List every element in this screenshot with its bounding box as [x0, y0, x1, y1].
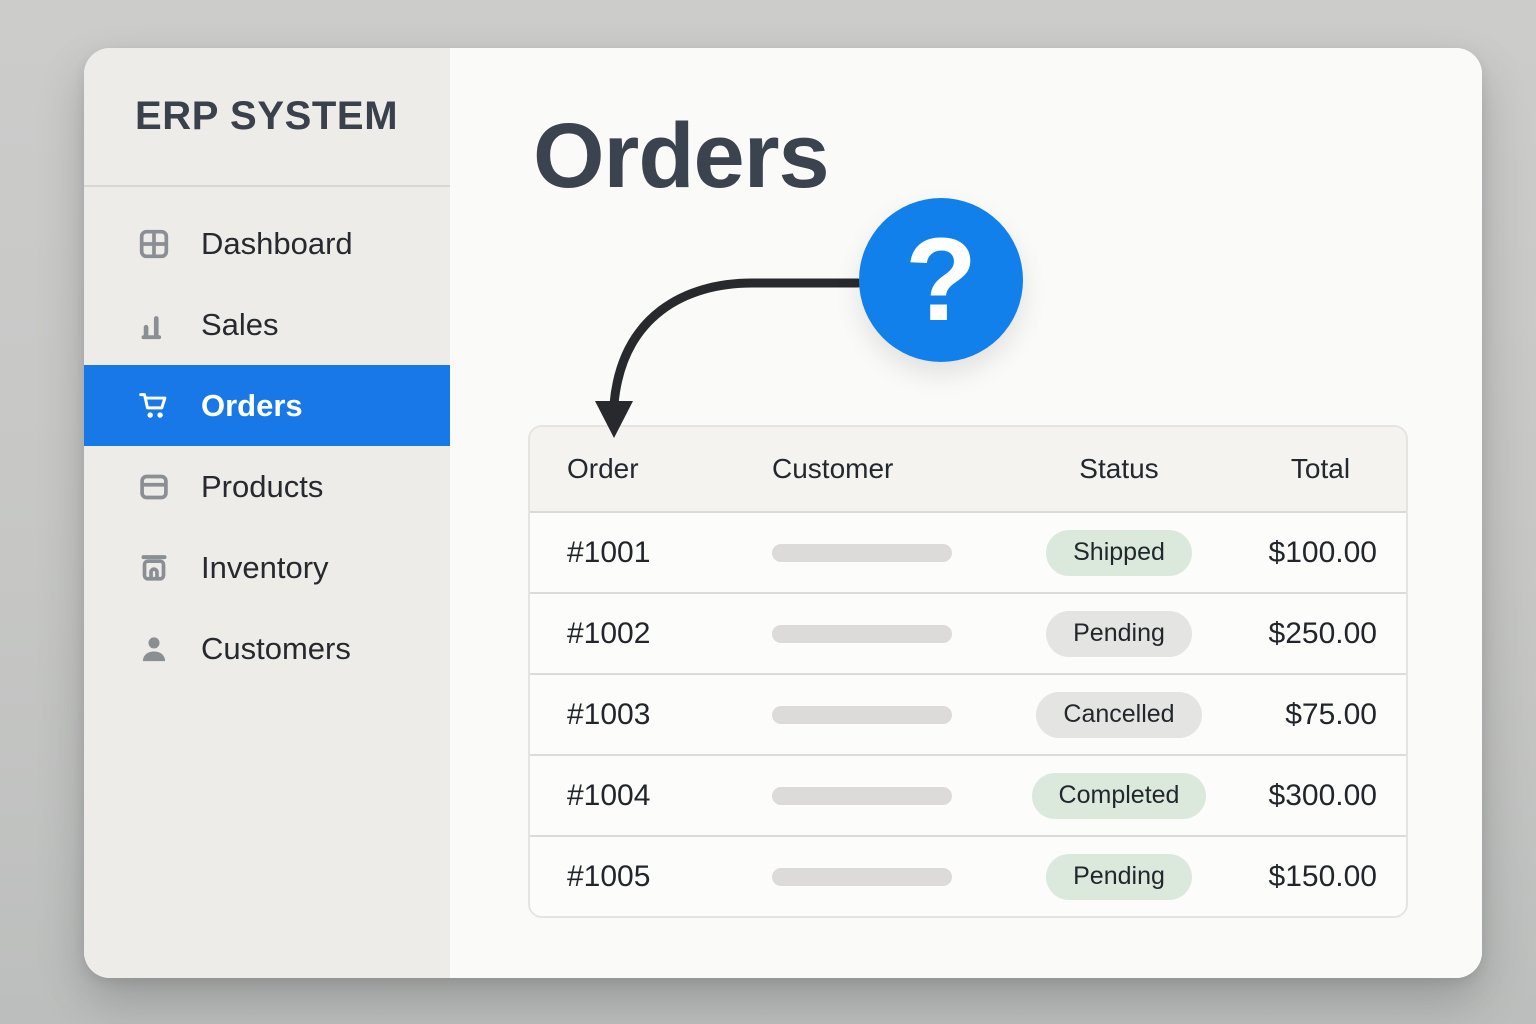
sidebar-item-products[interactable]: Products — [84, 446, 450, 527]
question-mark-icon: ? — [904, 214, 978, 346]
sidebar-nav: Dashboard Sales Orders — [84, 187, 450, 689]
order-id: #1003 — [567, 697, 651, 731]
column-header-customer: Customer — [772, 453, 894, 484]
sidebar-divider — [84, 185, 450, 187]
dashboard-grid-icon — [137, 227, 171, 261]
column-header-order: Order — [567, 453, 639, 484]
sidebar-item-sales[interactable]: Sales — [84, 284, 450, 365]
orders-table: Order Customer Status Total #1001 Shippe… — [528, 425, 1408, 918]
column-header-total: Total — [1290, 453, 1351, 484]
page-title: Orders — [533, 105, 830, 207]
status-badge: Shipped — [1046, 529, 1192, 576]
sidebar-item-dashboard[interactable]: Dashboard — [84, 203, 450, 284]
orders-table-header: Order Customer Status Total — [530, 427, 1406, 513]
column-header-status: Status — [1079, 453, 1159, 484]
status-badge: Completed — [1031, 772, 1207, 819]
app-brand-title: ERP SYSTEM — [135, 94, 399, 138]
customer-placeholder-bar — [772, 624, 952, 643]
main-content: Orders ? Order Customer Status Total #10… — [450, 48, 1482, 978]
status-badge: Cancelled — [1036, 691, 1202, 738]
erp-app-window: ERP SYSTEM Dashboard Sales — [84, 48, 1482, 978]
storefront-icon — [137, 551, 171, 585]
table-row[interactable]: #1003 Cancelled $75.00 — [530, 673, 1406, 754]
sidebar-item-orders[interactable]: Orders — [84, 365, 450, 446]
order-id: #1005 — [567, 859, 651, 893]
order-id: #1001 — [567, 535, 651, 569]
table-row[interactable]: #1002 Pending $250.00 — [530, 592, 1406, 673]
order-id: #1004 — [567, 778, 651, 812]
bar-chart-icon — [137, 308, 171, 342]
sidebar-item-label: Orders — [201, 387, 303, 423]
order-id: #1002 — [567, 616, 651, 650]
table-row[interactable]: #1004 Completed $300.00 — [530, 754, 1406, 835]
sidebar: ERP SYSTEM Dashboard Sales — [84, 48, 450, 978]
customer-placeholder-bar — [772, 543, 952, 562]
order-total: $250.00 — [1268, 616, 1377, 650]
sidebar-item-inventory[interactable]: Inventory — [84, 527, 450, 608]
order-total: $75.00 — [1285, 697, 1377, 731]
sidebar-item-label: Products — [201, 468, 324, 504]
status-badge: Pending — [1046, 610, 1192, 657]
person-icon — [137, 632, 171, 666]
order-total: $150.00 — [1268, 859, 1377, 893]
product-card-icon — [137, 470, 171, 504]
sidebar-item-label: Inventory — [201, 549, 329, 585]
table-row[interactable]: #1001 Shipped $100.00 — [530, 513, 1406, 592]
order-total: $300.00 — [1268, 778, 1377, 812]
customer-placeholder-bar — [772, 705, 952, 724]
shopping-cart-icon — [137, 389, 171, 423]
orders-table-body: #1001 Shipped $100.00 #1002 Pending $250… — [530, 513, 1406, 916]
help-question-badge[interactable]: ? — [859, 198, 1023, 362]
customer-placeholder-bar — [772, 786, 952, 805]
order-total: $100.00 — [1268, 535, 1377, 569]
sidebar-item-label: Sales — [201, 306, 279, 342]
sidebar-item-customers[interactable]: Customers — [84, 608, 450, 689]
status-badge: Pending — [1046, 853, 1192, 900]
sidebar-item-label: Dashboard — [201, 225, 353, 261]
sidebar-item-label: Customers — [201, 630, 351, 666]
customer-placeholder-bar — [772, 867, 952, 886]
table-row[interactable]: #1005 Pending $150.00 — [530, 835, 1406, 916]
